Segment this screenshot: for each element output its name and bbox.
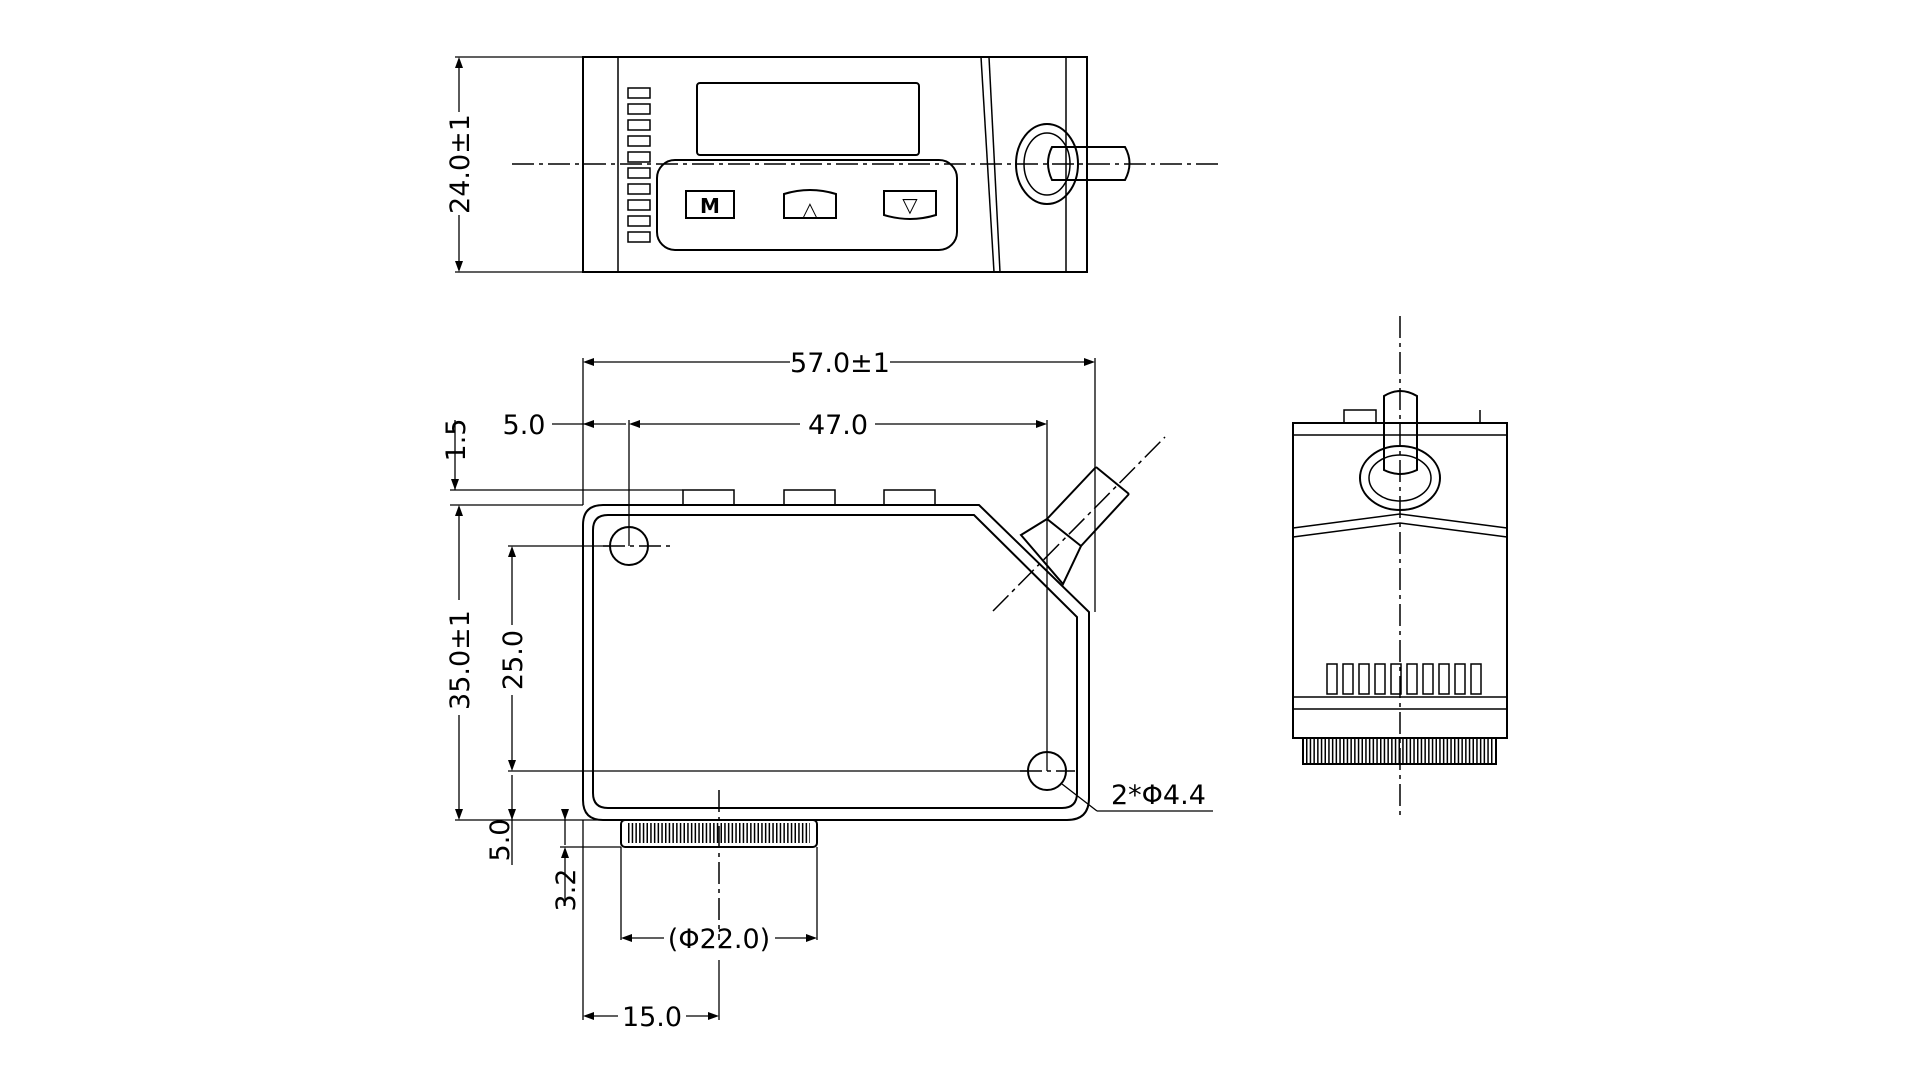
dim-hole-spacing-y: 25.0 <box>498 545 1028 772</box>
led-bar-indicator <box>627 87 651 243</box>
dim-connector-position: 15.0 <box>582 820 720 1033</box>
down-button[interactable]: ▽ <box>883 190 937 220</box>
dim-label-mounting-holes: 2*Φ4.4 <box>1111 780 1206 811</box>
dim-hole-spacing-x: 47.0 5.0 <box>503 410 1048 771</box>
led-bar-side <box>1326 663 1482 695</box>
dim-label-connector-position: 15.0 <box>622 1002 682 1033</box>
dim-label-top-offset: 1.5 <box>441 419 472 462</box>
cable-angled <box>992 436 1166 612</box>
dim-label-connector-offset: 3.2 <box>551 869 582 912</box>
top-view-body <box>582 56 1088 273</box>
dim-height-top: 24.0±1 <box>445 56 583 273</box>
dim-label-height-top: 24.0±1 <box>445 114 476 214</box>
dim-connector-diameter: (Φ22.0) <box>620 847 818 955</box>
dim-label-hole-spacing-y: 25.0 <box>498 630 529 690</box>
front-view-body-outer <box>582 504 1090 821</box>
dim-label-hole-offset-y: 5.0 <box>485 819 516 862</box>
up-arrow-icon: △ <box>802 197 818 221</box>
side-view <box>1292 316 1508 815</box>
dim-hole-offset-y: 5.0 <box>485 775 516 865</box>
dim-label-height-overall: 35.0±1 <box>445 610 476 710</box>
dim-top-offset: 1.5 <box>441 419 683 506</box>
down-arrow-icon: ▽ <box>902 193 918 217</box>
dim-label-hole-offset-x: 5.0 <box>503 410 546 441</box>
top-view: M △ ▽ 24.0±1 <box>445 56 1218 273</box>
mode-button-label: M <box>700 194 720 218</box>
dim-label-hole-spacing-x: 47.0 <box>808 410 868 441</box>
dim-width-overall: 57.0±1 <box>582 348 1096 612</box>
keypad-panel <box>656 159 958 251</box>
mode-button[interactable]: M <box>685 190 735 219</box>
dim-label-width-overall: 57.0±1 <box>790 348 890 379</box>
dim-height-overall: 35.0±1 <box>445 505 621 821</box>
front-view-body-inner <box>592 514 1078 809</box>
dim-connector-offset: 3.2 <box>551 809 621 911</box>
up-button[interactable]: △ <box>783 189 837 221</box>
display-window <box>696 82 920 156</box>
dim-label-connector-diameter: (Φ22.0) <box>668 924 770 955</box>
front-view: 57.0±1 47.0 5.0 1.5 <box>441 348 1213 1033</box>
dim-mounting-holes: 2*Φ4.4 <box>1061 780 1213 812</box>
